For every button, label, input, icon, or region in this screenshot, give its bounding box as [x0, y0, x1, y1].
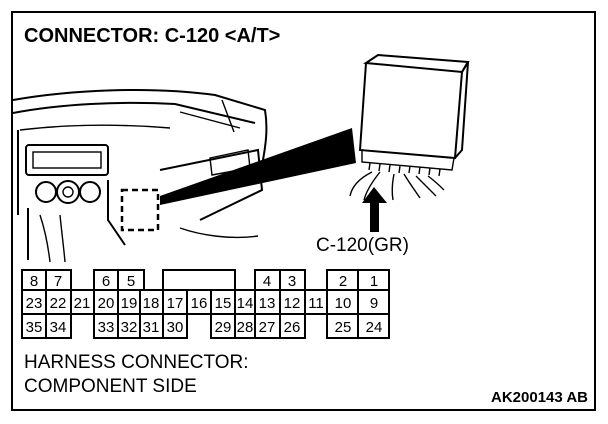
- pin-label: 5: [127, 273, 135, 290]
- pin-label: 6: [102, 273, 110, 290]
- pin-label: 9: [370, 295, 378, 312]
- pin-label: 25: [335, 319, 352, 336]
- pin-label: 33: [98, 319, 115, 336]
- pin-label: 7: [54, 273, 62, 290]
- figure-code: AK200143 AB: [491, 389, 588, 406]
- diagram-title: CONNECTOR: C-120 <A/T>: [24, 25, 280, 47]
- pin-label: 22: [50, 295, 67, 312]
- pin-numbers: 8 7 6 5 4 3 2 1 23 22 21 20 19 18 17 16 …: [26, 273, 383, 336]
- harness-label-line1: HARNESS CONNECTOR:: [24, 352, 249, 373]
- pin-label: 11: [308, 295, 324, 312]
- pin-label: 31: [143, 319, 160, 336]
- pin-label: 19: [121, 295, 138, 312]
- harness-label-line2: COMPONENT SIDE: [24, 376, 197, 397]
- pin-label: 35: [26, 319, 43, 336]
- pin-label: 24: [366, 319, 383, 336]
- pin-label: 10: [335, 295, 352, 312]
- pin-label: 32: [121, 319, 138, 336]
- pin-label: 20: [98, 295, 115, 312]
- pin-label: 12: [284, 295, 301, 312]
- pin-label: 26: [284, 319, 301, 336]
- pin-label: 15: [215, 295, 232, 312]
- connector-arrow: [362, 187, 387, 232]
- pin-label: 17: [167, 295, 184, 312]
- pin-label: 28: [237, 319, 254, 336]
- pin-label: 2: [339, 273, 347, 290]
- pin-label: 21: [74, 295, 91, 312]
- pin-label: 3: [288, 273, 296, 290]
- pin-label: 29: [215, 319, 232, 336]
- zoom-projection: [160, 128, 356, 205]
- pin-layout: [21, 269, 390, 339]
- pin-label: 8: [30, 273, 38, 290]
- control-unit-illustration: [349, 53, 470, 201]
- pin-label: 13: [259, 295, 276, 312]
- pin-label: 27: [259, 319, 276, 336]
- pin-label: 16: [191, 295, 208, 312]
- pin-label: 23: [26, 295, 43, 312]
- pin-label: 18: [143, 295, 160, 312]
- pin-label: 34: [50, 319, 67, 336]
- pin-label: 30: [167, 319, 184, 336]
- pin-label: 1: [370, 273, 378, 290]
- pin-label: 14: [237, 295, 254, 312]
- connector-callout: C-120(GR): [316, 235, 409, 256]
- diagram-frame: [11, 11, 596, 411]
- pin-label: 4: [263, 273, 271, 290]
- dashboard-illustration: [12, 88, 356, 263]
- ecu-location-marker: [120, 188, 160, 232]
